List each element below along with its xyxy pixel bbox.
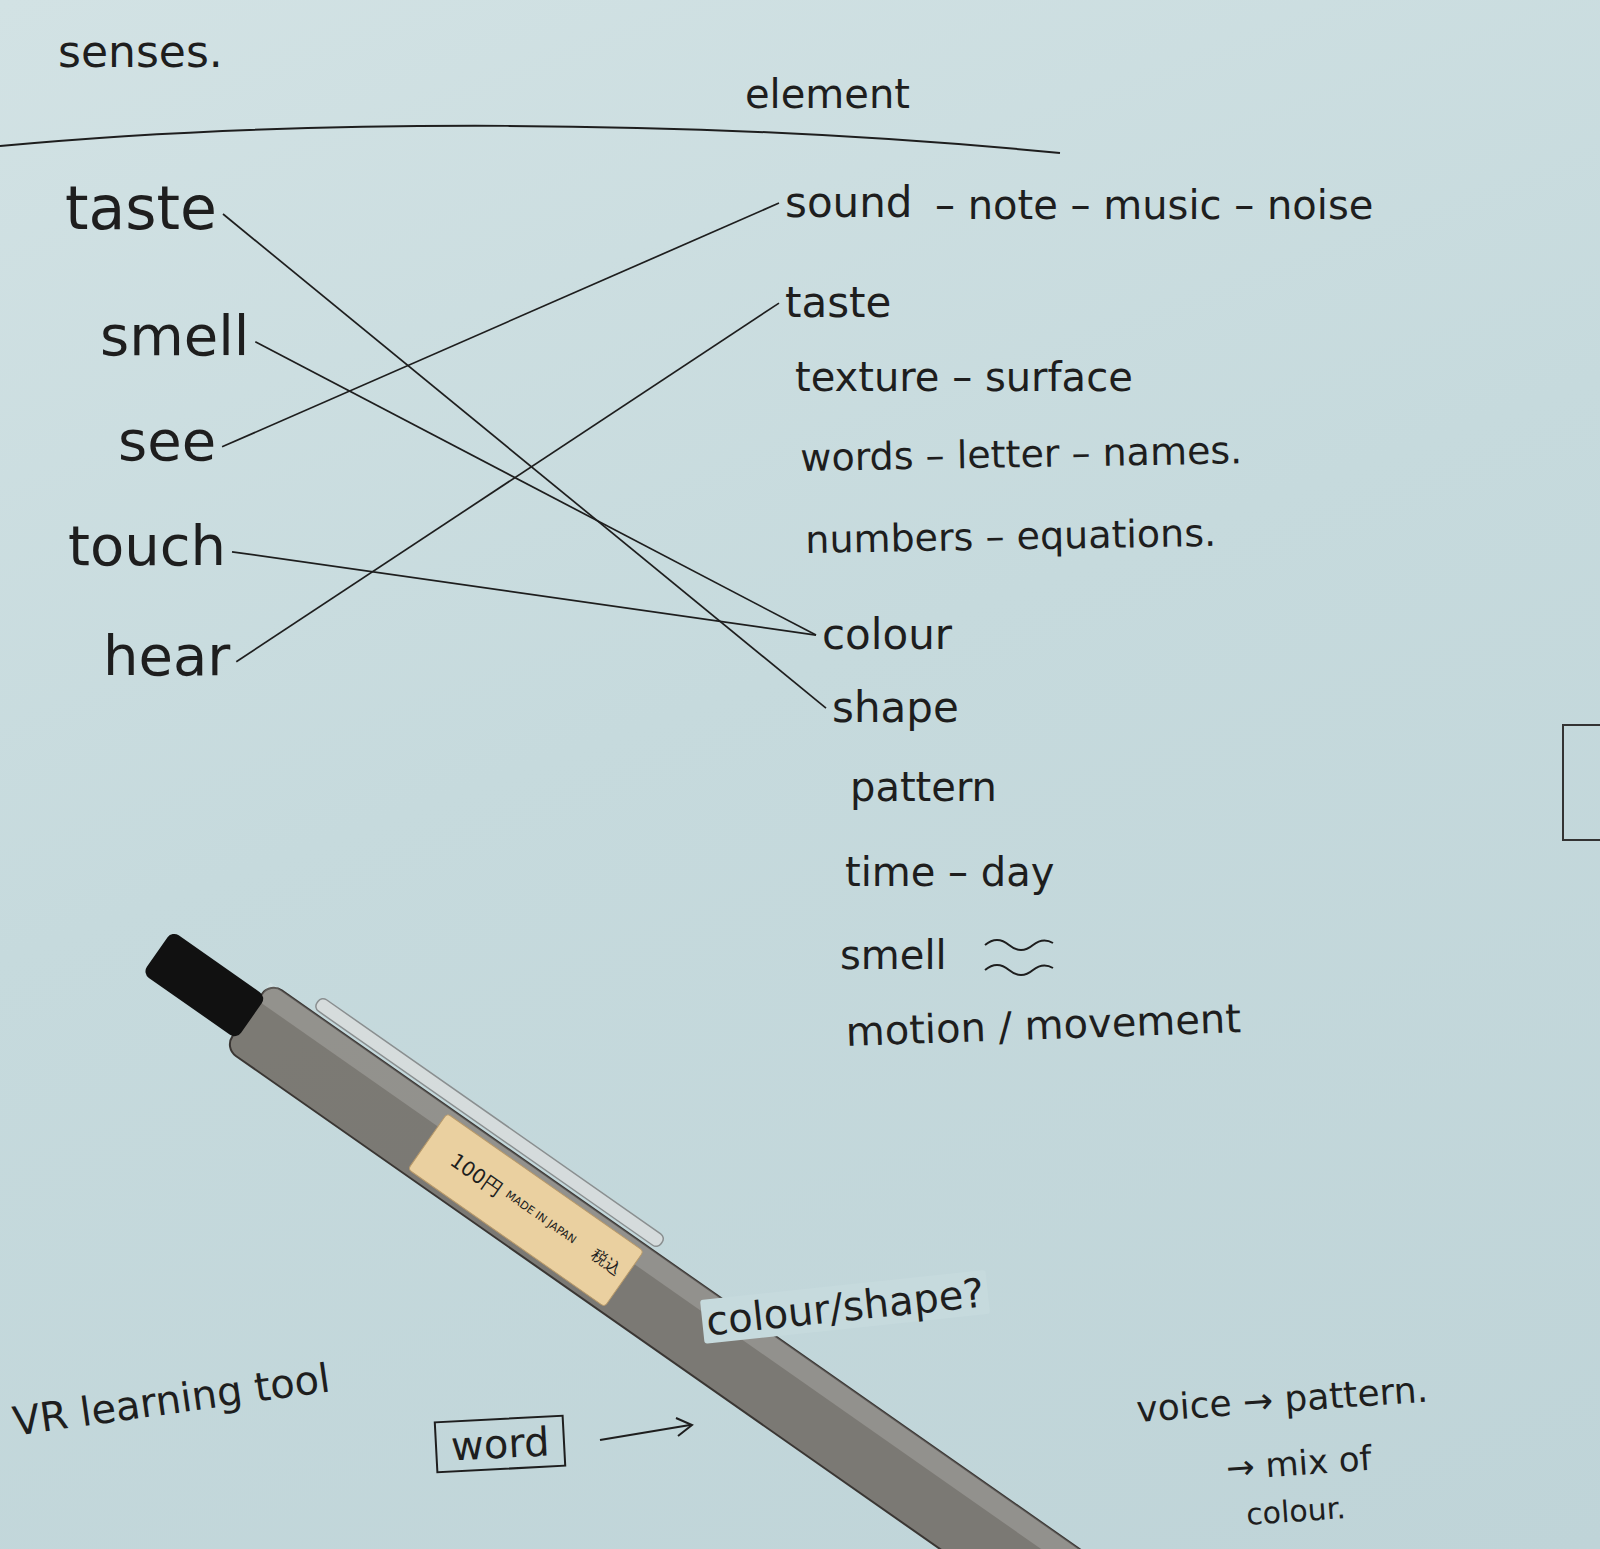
match-line (236, 303, 779, 662)
note-text: → mix of (1225, 1440, 1373, 1487)
sense-word: hear (103, 625, 230, 687)
note-text: colour. (1245, 1491, 1347, 1531)
element-word: sound (785, 180, 912, 226)
note-text: voice → pattern. (1135, 1370, 1429, 1430)
node-text: word (450, 1418, 551, 1469)
note-text: – note – music – noise (935, 183, 1373, 227)
node-text: sound (785, 178, 912, 227)
sense-word: touch (68, 515, 226, 577)
element-word: shape (832, 685, 959, 731)
match-line (222, 203, 779, 447)
sense-word: smell (100, 305, 249, 367)
sense-word: see (118, 410, 216, 472)
node-text: taste (785, 278, 891, 327)
note-text: smell (840, 933, 947, 977)
match-line (255, 342, 816, 635)
leader-arrow (600, 1425, 690, 1440)
note-text: VR learning tool (10, 1356, 333, 1444)
node-text: see (118, 408, 216, 473)
cut-box (1563, 725, 1600, 840)
pen (134, 905, 1181, 1549)
node-text: shape (832, 683, 959, 732)
smell-squiggle (985, 940, 1053, 975)
note-text: element (745, 72, 910, 116)
note-text: words – letter – names. (800, 430, 1243, 480)
note-text: time – day (845, 850, 1054, 894)
match-line (232, 552, 816, 635)
header-rule (0, 126, 1060, 153)
element-word: colour (822, 612, 952, 658)
note-text: numbers – equations. (805, 513, 1216, 562)
node-text: touch (68, 513, 226, 578)
sense-word: taste (65, 175, 217, 241)
note-text: pattern (850, 765, 997, 809)
arrow-head (676, 1418, 692, 1436)
match-line (223, 214, 826, 708)
word-box: word (434, 1415, 567, 1474)
note-text: motion / movement (845, 996, 1242, 1054)
note-text: texture – surface (795, 355, 1133, 399)
element-word: taste (785, 280, 891, 326)
node-text: colour (822, 610, 952, 659)
node-text: smell (100, 303, 249, 368)
note-text: colour/shape? (700, 1270, 990, 1344)
node-text: taste (65, 173, 217, 243)
node-text: hear (103, 623, 230, 688)
note-text: senses. (58, 28, 223, 76)
